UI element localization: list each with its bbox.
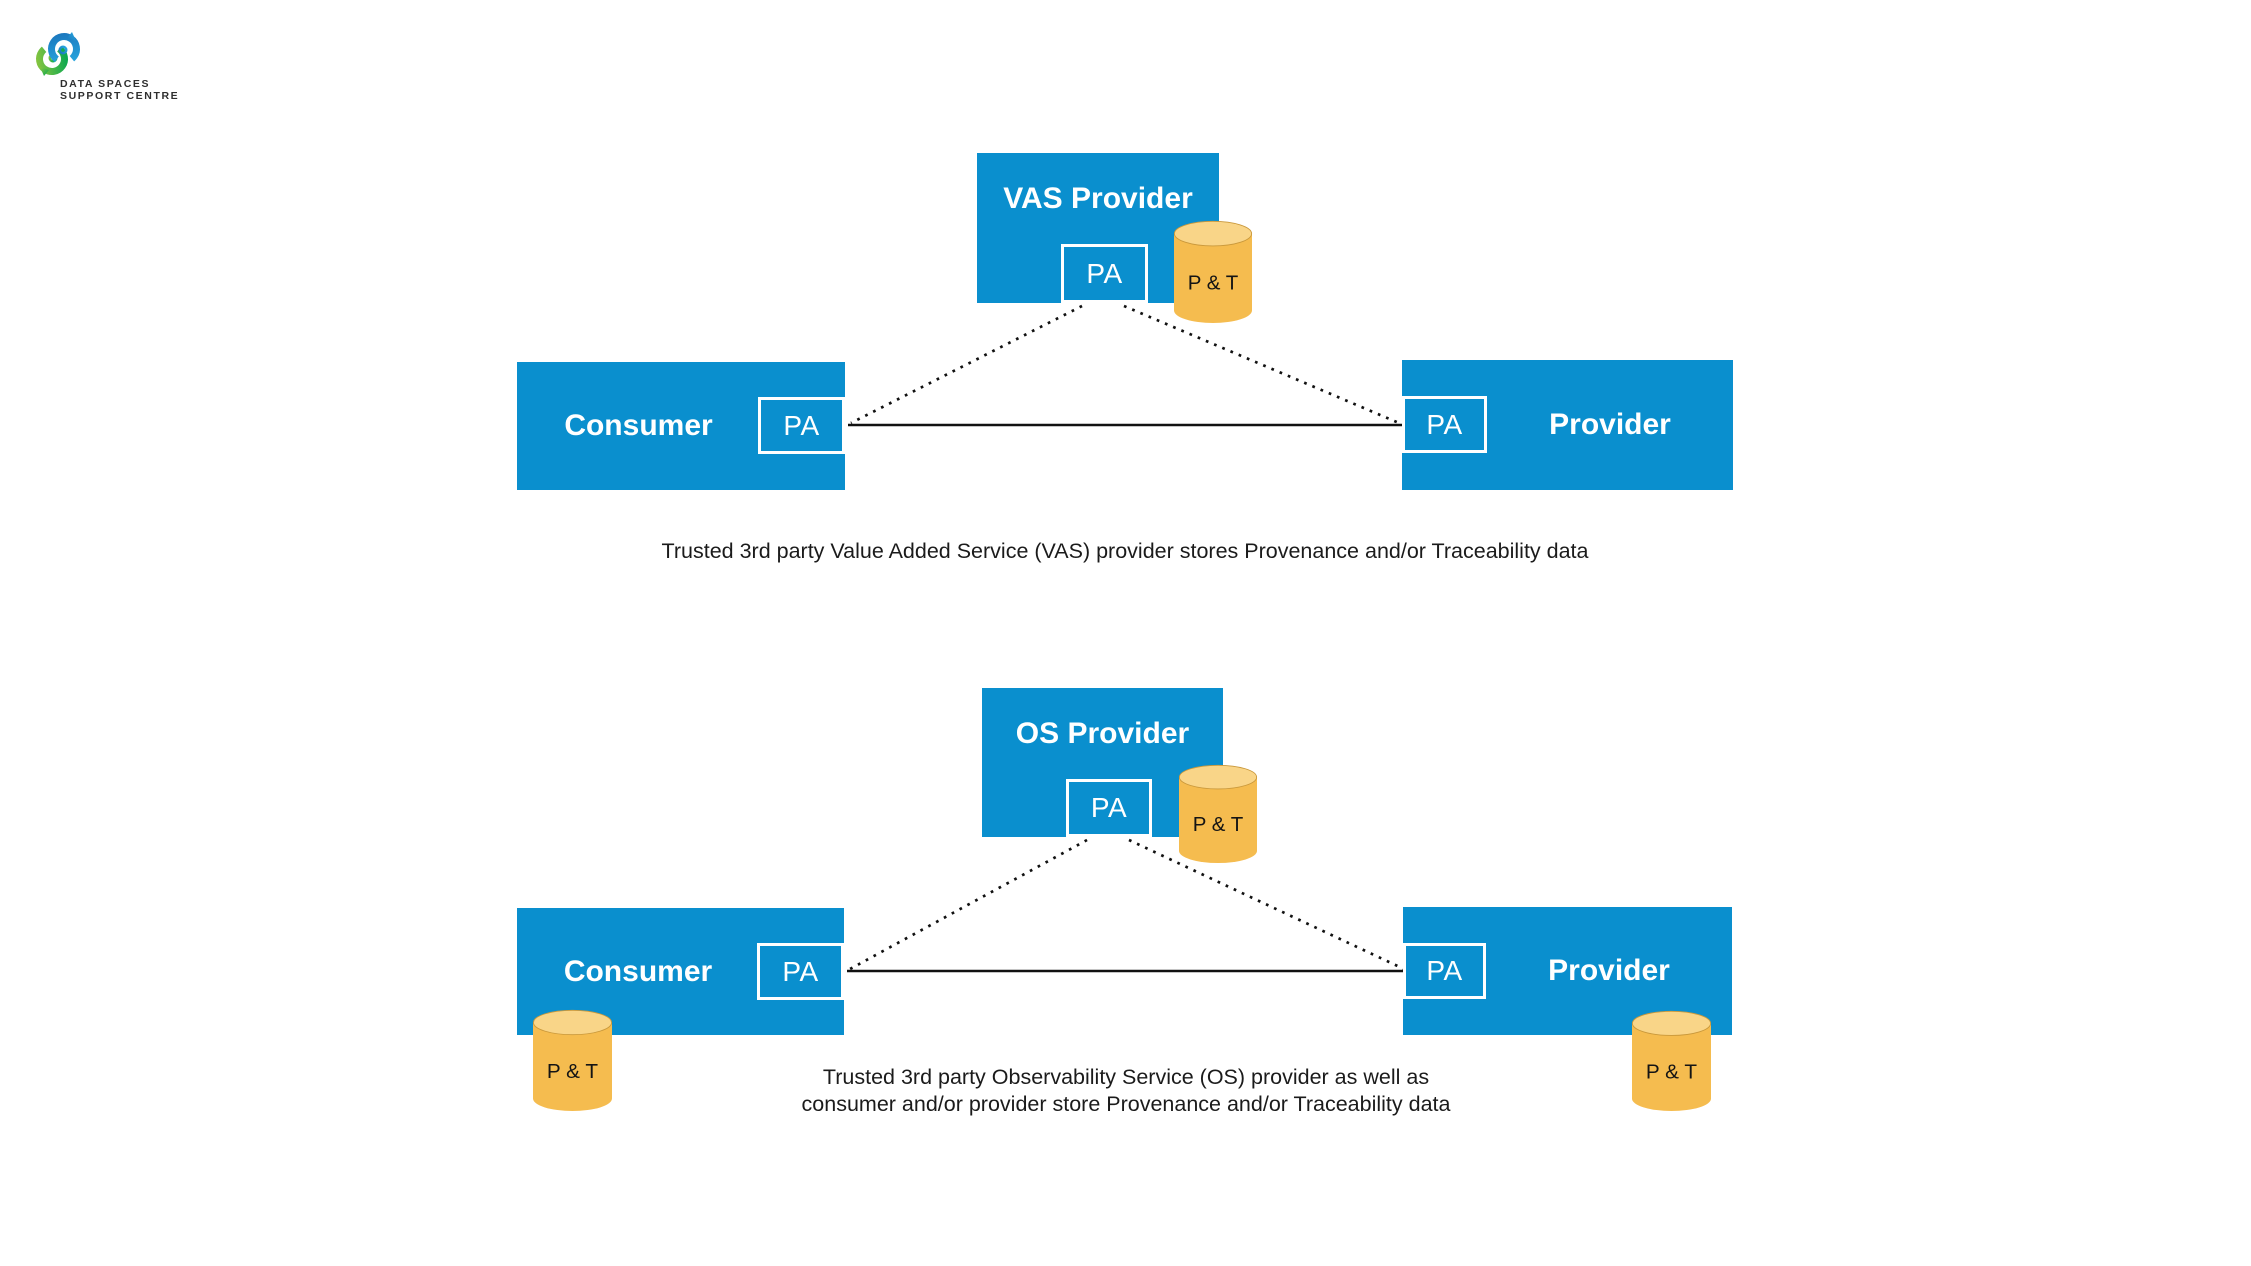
pt-label: P & T [1646, 1061, 1698, 1084]
dssc-logo-text-line2: SUPPORT CENTRE [60, 89, 180, 102]
pa-label: PA [1426, 955, 1463, 986]
provider-box-1: Provider PA [1402, 360, 1733, 490]
os-provider-box: OS Provider PA [982, 688, 1223, 837]
provider-label: Provider [1548, 954, 1670, 987]
dssc-logo-mark-icon [36, 32, 80, 76]
pa-label: PA [1090, 792, 1128, 823]
os-pt-datastore-cylinder-icon: P & T [1178, 764, 1258, 863]
pa-label: PA [1426, 408, 1463, 440]
vas-pt-datastore-cylinder-icon: P & T [1173, 220, 1253, 323]
consumer-pt-datastore-cylinder-icon: P & T [532, 1009, 613, 1111]
consumer-pa-box-1: PA [758, 397, 845, 454]
provider-label: Provider [1549, 408, 1671, 441]
pa-label: PA [783, 409, 820, 441]
connector-os-to-consumer-dotted [849, 838, 1088, 971]
os-provider-label: OS Provider [1015, 717, 1190, 750]
connector-vas-to-provider-dotted [1123, 304, 1400, 425]
dssc-logo-text-line1: DATA SPACES [60, 78, 151, 90]
vas-provider-label: VAS Provider [1003, 182, 1193, 215]
provider-pa-box-2: PA [1403, 943, 1486, 999]
provider-pa-box-1: PA [1402, 396, 1487, 453]
pt-label: P & T [1193, 814, 1243, 836]
os-caption: Trusted 3rd party Observability Service … [801, 1065, 1451, 1117]
consumer-pa-box-2: PA [757, 943, 844, 1000]
connector-os-to-provider-dotted [1128, 838, 1405, 971]
consumer-label: Consumer [563, 954, 713, 988]
pa-label: PA [1086, 257, 1123, 289]
connector-vas-to-consumer-dotted [850, 304, 1083, 425]
pt-label: P & T [547, 1060, 599, 1083]
provider-pt-datastore-cylinder-icon: P & T [1631, 1010, 1712, 1111]
vas-provider-box: VAS Provider PA [977, 153, 1219, 303]
os-pa-box: PA [1066, 779, 1152, 837]
vas-pa-box: PA [1061, 244, 1148, 303]
dssc-logo-text: DATA SPACES SUPPORT CENTRE [60, 78, 180, 103]
pt-label: P & T [1188, 272, 1239, 295]
consumer-label: Consumer [564, 409, 713, 442]
vas-caption: Trusted 3rd party Value Added Service (V… [661, 539, 1589, 563]
pa-label: PA [782, 955, 819, 987]
consumer-box-1: Consumer PA [517, 362, 845, 490]
